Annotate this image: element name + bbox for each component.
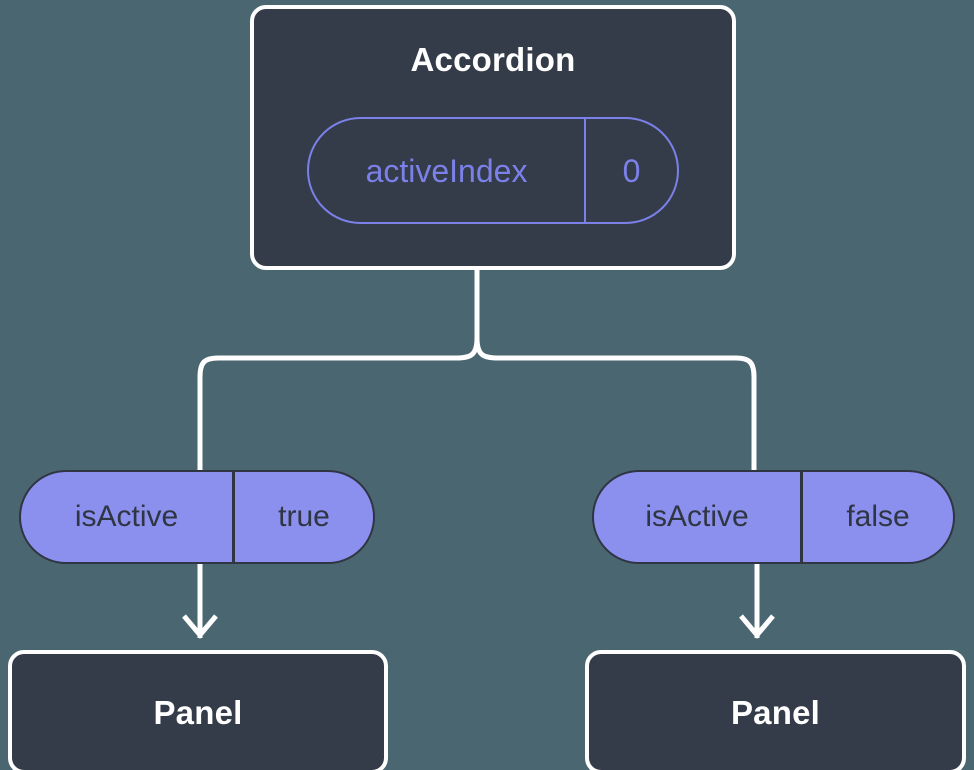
panel-node-left-title: Panel [153,693,243,731]
state-pill-key-cell: activeIndex [309,119,586,222]
arrow-head-left-icon [182,614,218,639]
state-pill-value-cell: 0 [586,119,677,222]
prop-pill-right-is-active[interactable]: isActive false [592,470,955,564]
panel-node-left[interactable]: Panel [8,650,388,770]
connector-arm-left [197,337,480,470]
prop-pill-left-key-label: isActive [74,500,179,533]
arrow-head-right-icon [739,614,775,639]
state-pill-value-label: 0 [622,152,641,189]
prop-pill-right-value-label: false [846,500,910,533]
accordion-node[interactable]: Accordion [250,5,736,270]
prop-pill-right-value-cell: false [803,472,953,562]
panel-node-right-title: Panel [730,693,821,731]
prop-pill-right-key-label: isActive [645,500,749,533]
prop-pill-left-key-cell: isActive [21,472,235,562]
prop-pill-left-value-label: true [278,500,330,533]
connector-arm-right [474,337,757,470]
accordion-node-title: Accordion [410,41,576,78]
prop-pill-left-value-cell: true [235,472,373,562]
state-pill-active-index[interactable]: activeIndex 0 [307,117,679,224]
panel-node-right[interactable]: Panel [585,650,966,770]
prop-pill-left-is-active[interactable]: isActive true [19,470,375,564]
prop-pill-right-key-cell: isActive [594,472,803,562]
state-pill-key-label: activeIndex [365,152,528,189]
